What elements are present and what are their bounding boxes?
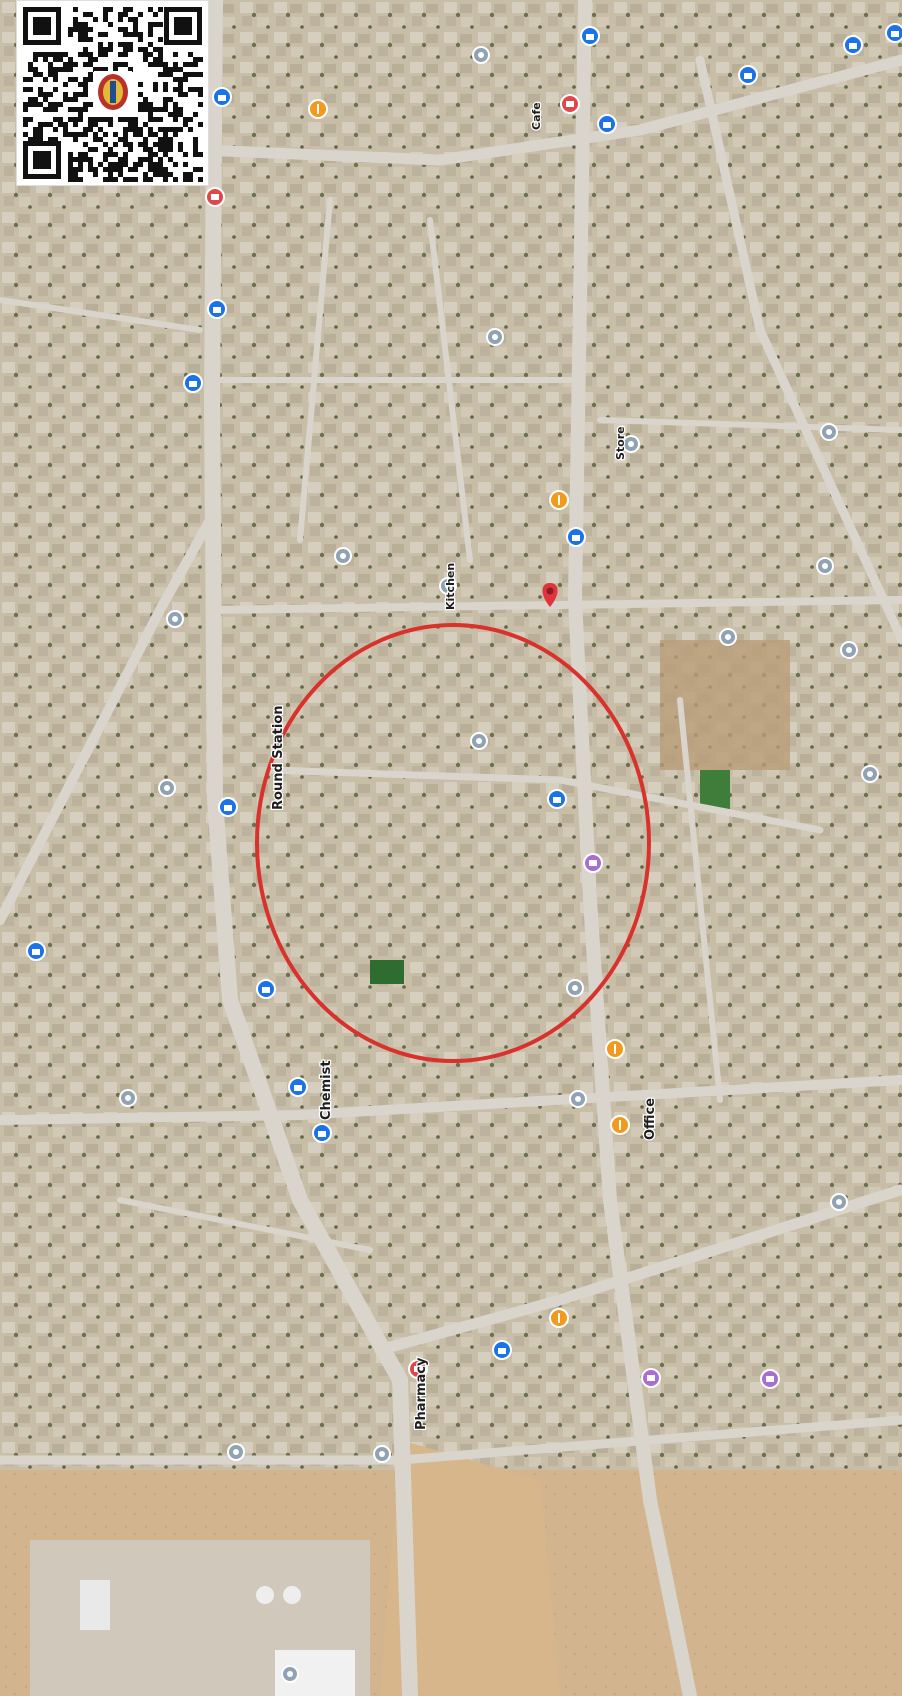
place-icon[interactable] — [227, 1443, 245, 1461]
place-icon[interactable] — [472, 46, 490, 64]
green-field-1 — [700, 770, 730, 810]
tank-building — [80, 1580, 110, 1630]
place-icon[interactable] — [566, 979, 584, 997]
shopping-bag-icon[interactable] — [492, 1340, 512, 1360]
qr-finder-top-left — [23, 7, 61, 45]
tank-1 — [256, 1586, 274, 1604]
place-icon[interactable] — [373, 1445, 391, 1463]
label-office: Office — [643, 1098, 658, 1140]
place-icon[interactable] — [486, 328, 504, 346]
place-icon[interactable] — [569, 1090, 587, 1108]
gallery-icon[interactable] — [583, 853, 603, 873]
label-store: Store — [614, 426, 627, 460]
shopping-bag-icon[interactable] — [288, 1077, 308, 1097]
label-pharmacy: Pharmacy — [414, 1357, 429, 1430]
place-icon[interactable] — [830, 1193, 848, 1211]
shopping-bag-icon[interactable] — [738, 65, 758, 85]
place-icon[interactable] — [334, 547, 352, 565]
place-icon[interactable] — [439, 577, 457, 595]
emblem-icon — [94, 71, 132, 113]
place-icon[interactable] — [622, 435, 640, 453]
place-icon[interactable] — [719, 628, 737, 646]
shopping-bag-icon[interactable] — [212, 87, 232, 107]
cafe-icon[interactable] — [408, 1359, 428, 1379]
shopping-bag-icon[interactable] — [843, 35, 863, 55]
shopping-bag-icon[interactable] — [580, 26, 600, 46]
location-pin-icon[interactable] — [542, 583, 558, 607]
label-chemist: Chemist — [319, 1060, 334, 1120]
open-land-south — [380, 1440, 560, 1696]
restaurant-icon[interactable] — [308, 99, 328, 119]
map-labels: Round Station Chemist Pharmacy Office Ki… — [270, 101, 659, 1431]
highlight-circle — [255, 623, 651, 1063]
restaurant-icon[interactable] — [605, 1039, 625, 1059]
poi-markers — [26, 23, 902, 1683]
gallery-icon[interactable] — [641, 1368, 661, 1388]
place-icon[interactable] — [861, 765, 879, 783]
shopping-bag-icon[interactable] — [183, 373, 203, 393]
restaurant-icon[interactable] — [549, 1308, 569, 1328]
restaurant-icon[interactable] — [610, 1115, 630, 1135]
qr-code — [16, 0, 209, 186]
cafe-icon[interactable] — [205, 187, 225, 207]
place-icon[interactable] — [158, 779, 176, 797]
cafe-icon[interactable] — [560, 94, 580, 114]
place-icon[interactable] — [281, 1665, 299, 1683]
place-icon[interactable] — [820, 423, 838, 441]
shopping-bag-icon[interactable] — [566, 527, 586, 547]
place-icon[interactable] — [166, 610, 184, 628]
label-kitchen: Kitchen — [444, 563, 457, 610]
place-icon[interactable] — [470, 732, 488, 750]
shopping-bag-icon[interactable] — [885, 23, 902, 43]
shopping-bag-icon[interactable] — [26, 941, 46, 961]
shopping-bag-icon[interactable] — [218, 797, 238, 817]
qr-finder-bottom-left — [23, 141, 61, 179]
green-field-2 — [370, 960, 404, 984]
restaurant-icon[interactable] — [549, 490, 569, 510]
shopping-bag-icon[interactable] — [312, 1123, 332, 1143]
shopping-bag-icon[interactable] — [207, 299, 227, 319]
label-round-station: Round Station — [271, 706, 286, 811]
shopping-bag-icon[interactable] — [256, 979, 276, 999]
place-icon[interactable] — [840, 641, 858, 659]
shopping-bag-icon[interactable] — [547, 789, 567, 809]
gallery-icon[interactable] — [760, 1369, 780, 1389]
tank-2 — [283, 1586, 301, 1604]
place-icon[interactable] — [816, 557, 834, 575]
shopping-bag-icon[interactable] — [597, 114, 617, 134]
label-cafe: Cafe — [530, 102, 543, 130]
place-icon[interactable] — [119, 1089, 137, 1107]
qr-finder-top-right — [164, 7, 202, 45]
